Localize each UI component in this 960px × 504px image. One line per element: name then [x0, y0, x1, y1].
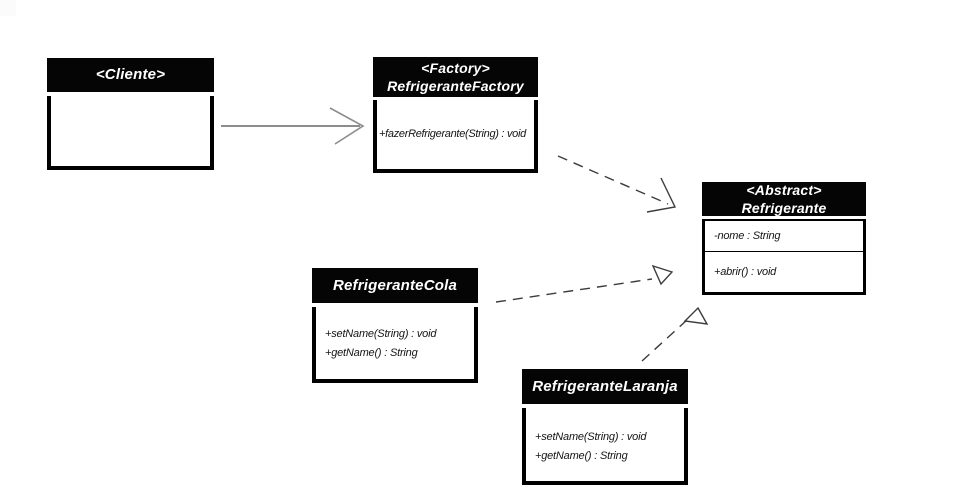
- method-set-name-laranja: +setName(String) : void: [535, 431, 647, 443]
- realization-arrow-laranja-to-refrigerante: [641, 306, 709, 362]
- class-body-refrigerante-laranja: +setName(String) : void +getName() : Str…: [522, 408, 688, 485]
- attribute-nome: -nome : String: [714, 229, 781, 242]
- class-box-refrigerante: <Abstract> Refrigerante -nome : String +…: [702, 182, 866, 295]
- method-get-name-cola: +getName() : String: [325, 347, 418, 359]
- method-set-name-cola: +setName(String) : void: [325, 328, 437, 340]
- class-box-refrigerante-laranja: RefrigeranteLaranja +setName(String) : v…: [522, 369, 688, 485]
- class-box-cliente: <Cliente>: [47, 58, 214, 170]
- attributes-compartment: -nome : String: [705, 221, 863, 252]
- class-name-refrigerante-laranja: RefrigeranteLaranja: [532, 377, 678, 395]
- method-abrir: +abrir() : void: [714, 265, 777, 278]
- method-fazer-refrigerante: +fazerRefrigerante(String) : void: [379, 128, 526, 140]
- class-body-refrigerante-cola: +setName(String) : void +getName() : Str…: [312, 307, 478, 383]
- class-box-refrigerante-cola: RefrigeranteCola +setName(String) : void…: [312, 268, 478, 383]
- class-header-refrigerante-factory: <Factory> RefrigeranteFactory: [373, 57, 538, 97]
- method-get-name-laranja: +getName() : String: [535, 450, 628, 462]
- class-name-cliente: <Cliente>: [95, 66, 166, 83]
- class-header-refrigerante-laranja: RefrigeranteLaranja: [522, 369, 688, 404]
- class-stereotype-factory: <Factory>: [421, 60, 490, 76]
- realization-arrow-cola-to-refrigerante: [495, 264, 674, 303]
- class-header-refrigerante-cola: RefrigeranteCola: [312, 268, 478, 303]
- class-name-refrigerante: Refrigerante: [741, 200, 827, 216]
- class-header-refrigerante: <Abstract> Refrigerante: [702, 182, 866, 216]
- class-box-refrigerante-factory: <Factory> RefrigeranteFactory +fazerRefr…: [373, 57, 538, 173]
- class-name-refrigerante-cola: RefrigeranteCola: [332, 276, 458, 294]
- class-stereotype-abstract: <Abstract>: [746, 182, 822, 198]
- class-header-cliente: <Cliente>: [47, 58, 214, 92]
- class-body-cliente: [47, 96, 214, 170]
- methods-compartment: +abrir() : void: [705, 252, 863, 292]
- class-body-refrigerante: -nome : String +abrir() : void: [702, 219, 866, 295]
- dependency-arrow-factory-to-refrigerante: [557, 155, 677, 213]
- association-arrow-cliente-to-factory: [221, 107, 365, 145]
- class-name-refrigerante-factory: RefrigeranteFactory: [387, 78, 524, 94]
- corner-artifact: [0, 0, 16, 16]
- class-body-refrigerante-factory: +fazerRefrigerante(String) : void: [373, 100, 538, 173]
